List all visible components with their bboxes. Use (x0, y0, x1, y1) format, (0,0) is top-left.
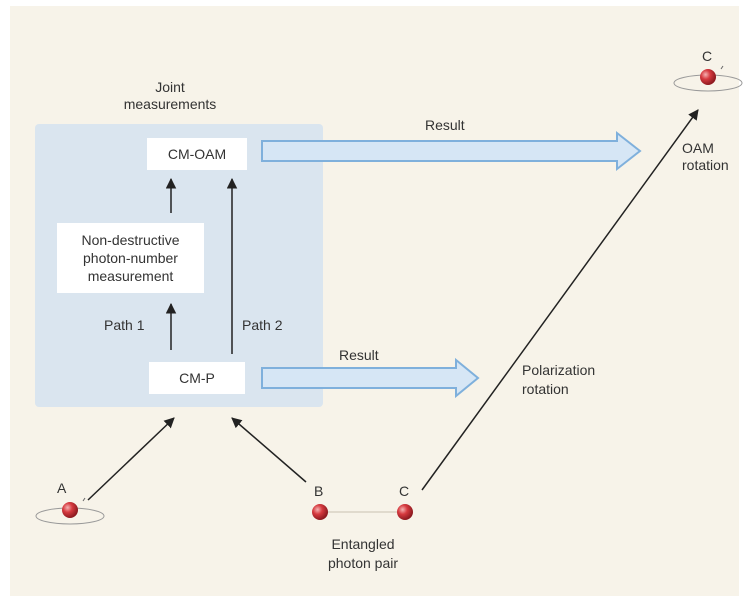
cm-oam-box: CM-OAM (147, 138, 247, 170)
result-arrow-upper (261, 130, 642, 172)
particle-c-pair-label: C (399, 483, 410, 499)
path2-label: Path 2 (242, 317, 283, 333)
result-label-lower: Result (339, 347, 379, 363)
panel-title-line1: Joint (155, 79, 185, 95)
arrow-b-to-cm-p (231, 417, 307, 483)
particle-a-label: A (57, 480, 67, 496)
cm-oam-label: CM-OAM (167, 146, 227, 162)
result-label-upper: Result (425, 117, 465, 133)
particle-b (312, 504, 328, 520)
path1-label: Path 1 (104, 317, 145, 333)
particle-c-target-label: C (702, 48, 713, 64)
polarization-rotation-line2: rotation (522, 381, 569, 397)
polarization-rotation-line1: Polarization (522, 362, 596, 378)
particle-c-pair (397, 504, 413, 520)
particle-a (35, 497, 105, 525)
arrow-c-to-target (421, 109, 699, 491)
nondestructive-line3: measurement (87, 268, 174, 284)
cm-p-label: CM-P (179, 370, 215, 386)
result-arrow-lower (261, 357, 480, 399)
panel-title-line2: measurements (123, 96, 217, 112)
oam-rotation-line1: OAM (682, 140, 714, 156)
nondestructive-line1: Non-destructive (81, 232, 180, 248)
pair-caption-line1: Entangled (331, 536, 395, 552)
oam-rotation-line2: rotation (682, 157, 729, 173)
particle-c-target (673, 65, 743, 92)
nondestructive-line2: photon-number (83, 250, 178, 266)
pair-caption-line2: photon pair (327, 555, 399, 571)
particle-b-label: B (314, 483, 324, 499)
cm-p-box: CM-P (149, 362, 245, 394)
nondestructive-measurement-box: Non-destructive photon-number measuremen… (57, 223, 204, 293)
arrow-a-to-cm-p (87, 417, 175, 501)
